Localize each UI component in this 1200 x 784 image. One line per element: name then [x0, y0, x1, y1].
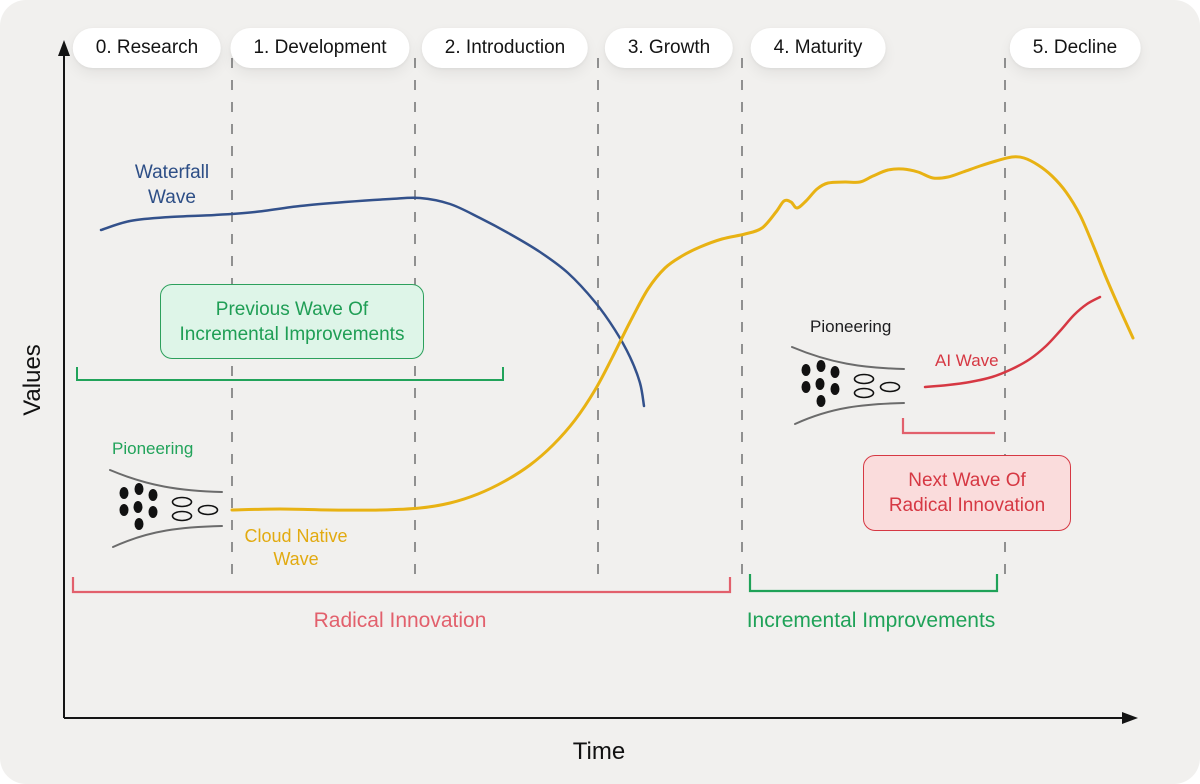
cloud-native-wave-curve [230, 155, 1135, 512]
waterfall-wave-curve [99, 196, 646, 408]
pioneering-funnel-left-hollow-ellipse-1 [171, 510, 193, 522]
pioneering-funnel-right-dot-1 [816, 360, 826, 372]
pioneering-funnel-right-dot-2 [830, 366, 840, 378]
incremental-improvements-bracket [748, 574, 999, 593]
pioneering-funnel-right-dot-3 [801, 381, 811, 393]
pioneering-funnel-left-dot-6 [134, 518, 144, 530]
pioneering-funnel-left-dot-2 [148, 489, 158, 501]
x-axis-arrowhead [1122, 712, 1138, 724]
previous-wave-bracket [76, 367, 504, 381]
pioneering-funnel-right-dot-0 [801, 364, 811, 376]
pioneering-funnel-right-dot-4 [815, 378, 825, 390]
pioneering-funnel-left-dot-3 [119, 504, 129, 516]
pioneering-funnel-right-bottom-curve [794, 402, 905, 425]
pioneering-funnel-left-hollow-ellipse-2 [197, 504, 219, 516]
pioneering-funnel-left-top-curve [109, 469, 223, 493]
pioneering-funnel-right-hollow-ellipse-1 [853, 387, 875, 399]
radical-innovation-bracket [71, 577, 732, 594]
pioneering-funnel-right-hollow-ellipse-0 [853, 373, 875, 385]
pioneering-funnel-right-hollow-ellipse-2 [879, 381, 901, 393]
pioneering-funnel-left-dot-0 [119, 487, 129, 499]
ai-wave-bracket [901, 418, 995, 435]
pioneering-funnel-left-hollow-ellipse-0 [171, 496, 193, 508]
pioneering-funnel-right-top-curve [791, 346, 905, 370]
pioneering-funnel-right-dot-5 [830, 383, 840, 395]
pioneering-funnel-left-dot-1 [134, 483, 144, 495]
ai-wave-curve [923, 295, 1102, 389]
y-axis-arrowhead [58, 40, 70, 56]
pioneering-funnel-left-dot-5 [148, 506, 158, 518]
pioneering-funnel-right-dot-6 [816, 395, 826, 407]
pioneering-funnel-left-dot-4 [133, 501, 143, 513]
pioneering-funnel-left-bottom-curve [112, 525, 223, 548]
